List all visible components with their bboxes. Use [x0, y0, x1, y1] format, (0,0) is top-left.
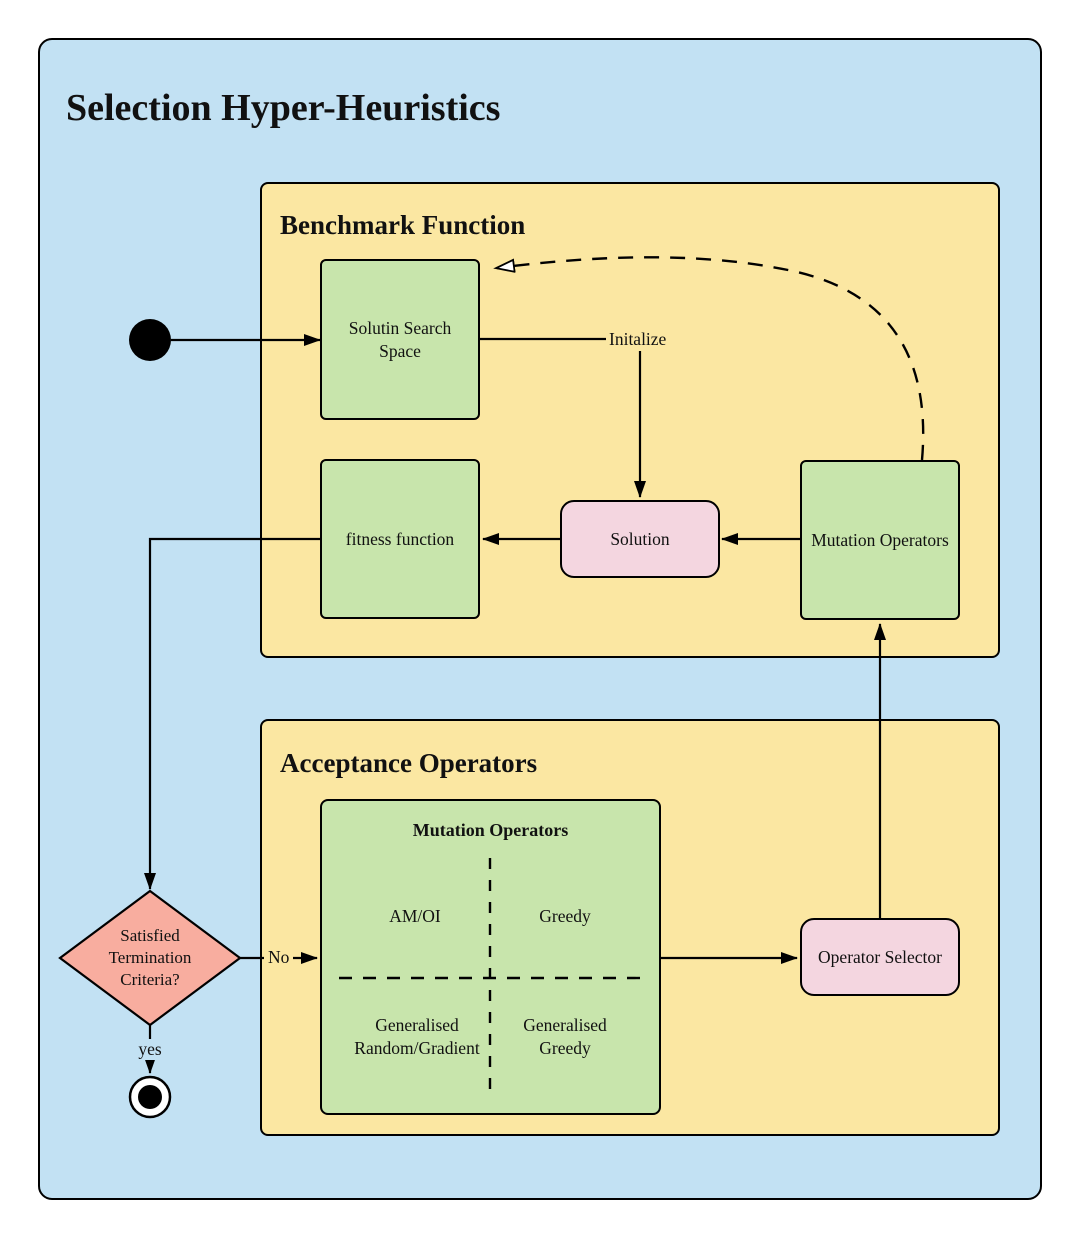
- benchmark-panel-title: Benchmark Function: [280, 210, 526, 240]
- edge-label-no: No: [264, 947, 294, 968]
- quadrant-box-title: Mutation Operators: [412, 820, 569, 840]
- mutation-operators-quadrant-box: [320, 799, 661, 1115]
- node-solution-search-space-line2: Space: [379, 340, 421, 361]
- node-solution-search-space-line1: Solutin Search: [348, 317, 452, 338]
- quadrant-label-br-line1: Generalised: [523, 1015, 607, 1035]
- edge-label-initialize: Initalize: [607, 329, 669, 350]
- node-solution-search-space: Solutin Search Space: [320, 259, 480, 420]
- decision-label: Satisfied Termination Criteria?: [75, 925, 225, 991]
- quadrant-label-bl-line1: Generalised: [375, 1015, 459, 1035]
- decision-line2: Termination: [108, 948, 192, 967]
- quadrant-label-bl-line2: Random/Gradient: [354, 1038, 480, 1058]
- diagram-title: Selection Hyper-Heuristics: [66, 87, 501, 129]
- quadrant-label-generalised-greedy: Generalised Greedy: [490, 1014, 640, 1060]
- decision-line1: Satisfied: [120, 926, 180, 945]
- decision-line3: Criteria?: [120, 970, 180, 989]
- quadrant-label-generalised-random-gradient: Generalised Random/Gradient: [327, 1014, 507, 1060]
- node-mutation-operators: Mutation Operators: [800, 460, 960, 620]
- node-fitness-function: fitness function: [320, 459, 480, 619]
- quadrant-label-greedy: Greedy: [539, 906, 591, 926]
- node-operator-selector: Operator Selector: [800, 918, 960, 996]
- quadrant-label-br-line2: Greedy: [539, 1038, 591, 1058]
- acceptance-panel-title: Acceptance Operators: [280, 748, 538, 778]
- quadrant-label-am-oi: AM/OI: [389, 906, 441, 926]
- node-solution: Solution: [560, 500, 720, 578]
- edge-label-yes: yes: [128, 1039, 172, 1060]
